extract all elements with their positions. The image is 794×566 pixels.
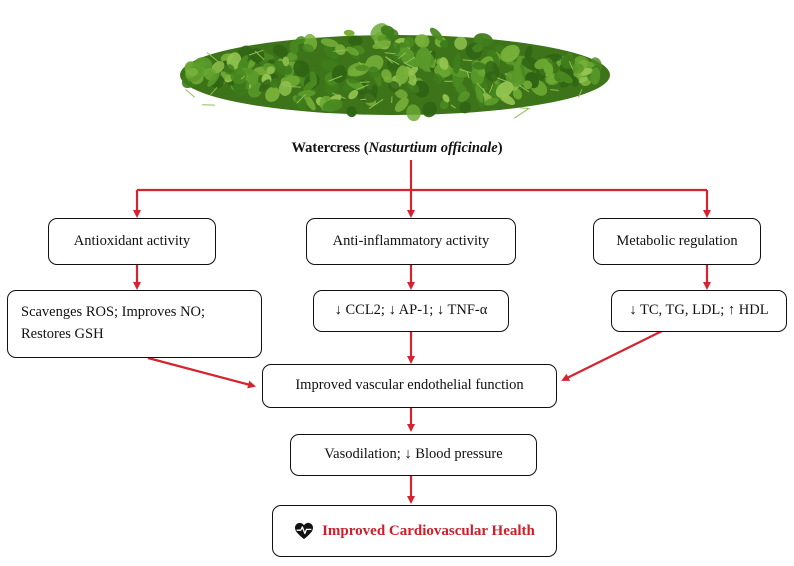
vasodilation-box: Vasodilation; ↓ Blood pressure — [290, 434, 537, 476]
inflammatory-markers-box: ↓ CCL2; ↓ AP-1; ↓ TNF-α — [313, 290, 509, 332]
anti-inflammatory-activity-box: Anti-inflammatory activity — [306, 218, 516, 265]
antioxidant-effects-box: Scavenges ROS; Improves NO; Restores GSH — [7, 290, 262, 358]
antioxidant-effects-text: Scavenges ROS; Improves NO; Restores GSH — [21, 304, 206, 342]
cardiovascular-health-box: Improved Cardiovascular Health — [272, 505, 557, 557]
endothelial-function-label: Improved vascular endothelial function — [295, 377, 524, 394]
metabolic-regulation-box: Metabolic regulation — [593, 218, 761, 265]
inflammatory-markers-label: ↓ CCL2; ↓ AP-1; ↓ TNF-α — [334, 302, 488, 319]
vasodilation-label: Vasodilation; ↓ Blood pressure — [324, 446, 503, 463]
arrow-ros-to-endothelial — [147, 356, 256, 389]
cardiovascular-health-label: Improved Cardiovascular Health — [322, 522, 535, 539]
arrow-lipid-to-endothelial — [561, 330, 663, 381]
anti-inflammatory-activity-label: Anti-inflammatory activity — [332, 232, 490, 249]
metabolic-regulation-label: Metabolic regulation — [616, 232, 738, 249]
antioxidant-activity-label: Antioxidant activity — [73, 232, 191, 249]
lipid-profile-label: ↓ TC, TG, LDL; ↑ HDL — [629, 302, 769, 319]
antioxidant-activity-box: Antioxidant activity — [48, 218, 216, 265]
heart-pulse-icon — [295, 522, 314, 540]
watercress-image — [180, 23, 610, 122]
diagram-title: Watercress (Nasturtium officinale) — [291, 140, 503, 156]
lipid-profile-box: ↓ TC, TG, LDL; ↑ HDL — [611, 290, 787, 332]
endothelial-function-box: Improved vascular endothelial function — [262, 364, 557, 408]
